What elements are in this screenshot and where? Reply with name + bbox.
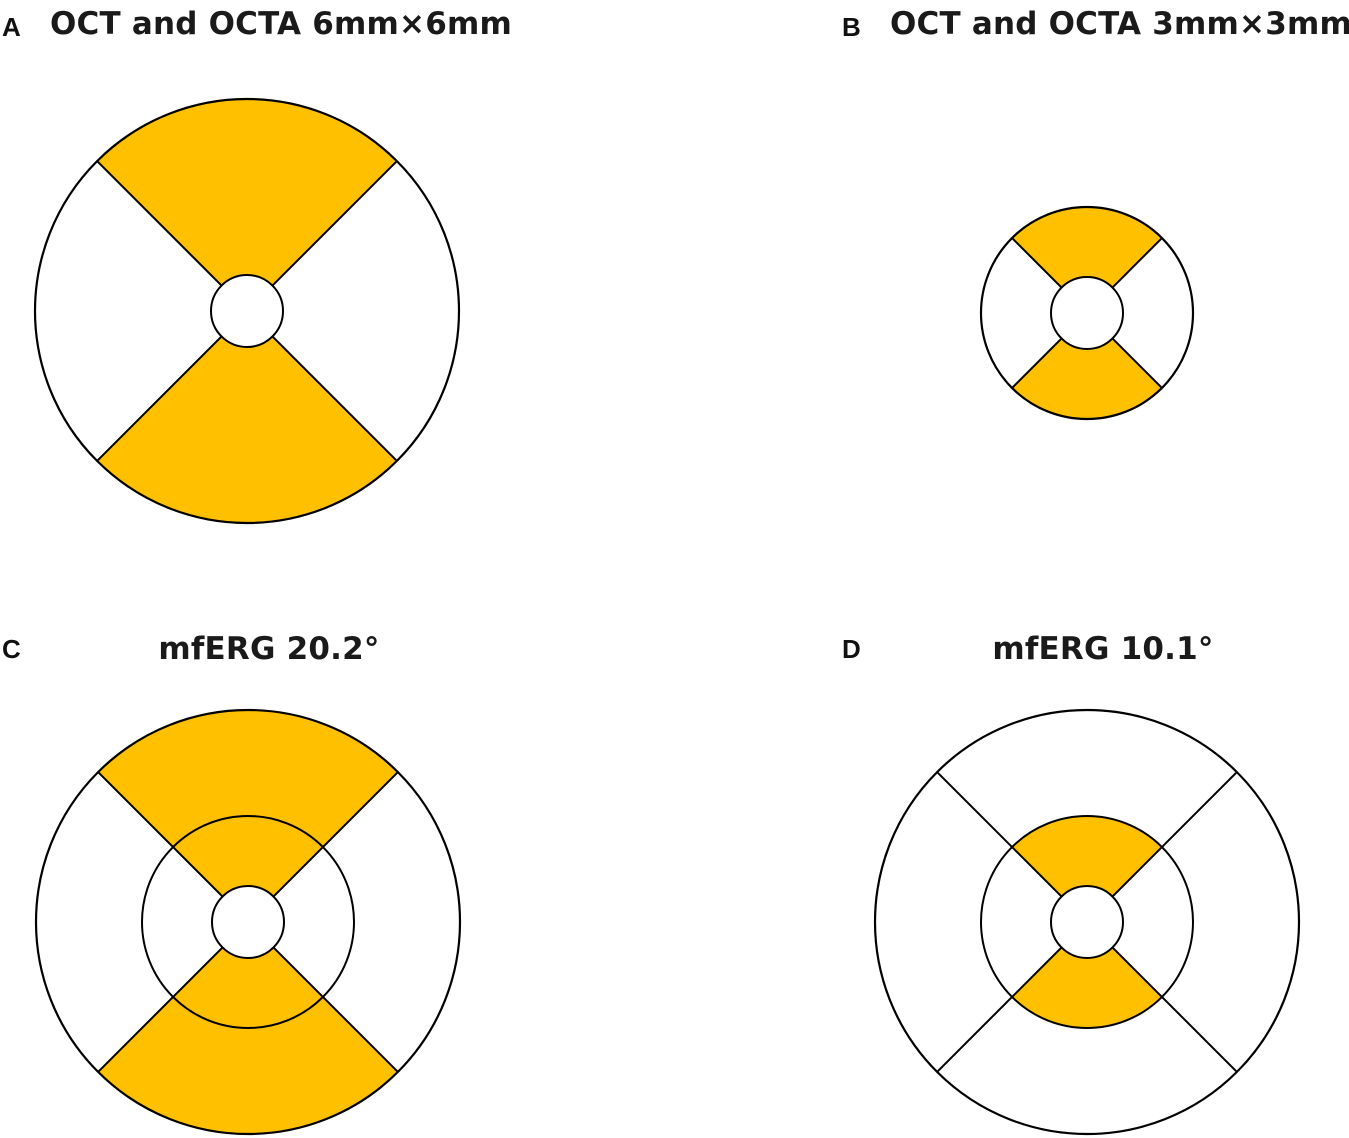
sector-superior-outer xyxy=(1012,206,1162,288)
sector-divider-line xyxy=(1111,337,1163,389)
sector-divider-line xyxy=(271,335,398,462)
sector-divider-line xyxy=(936,946,1063,1073)
sector-divider-line xyxy=(97,946,224,1073)
sector-divider-line xyxy=(936,771,1063,898)
sector-divider-line xyxy=(1111,237,1163,289)
sector-superior-inner xyxy=(173,816,323,897)
sector-divider-line xyxy=(272,771,399,898)
middle-ring xyxy=(980,815,1194,1029)
sector-divider-line xyxy=(1111,946,1238,1073)
center-circle xyxy=(1050,885,1124,959)
panel-c-diagram xyxy=(34,708,462,1136)
panel-d-diagram xyxy=(873,708,1301,1136)
sector-divider-line xyxy=(1111,771,1238,898)
sector-inferior-outer xyxy=(1012,338,1162,420)
center-circle xyxy=(210,274,284,348)
panel-d-title: mfERG 10.1° xyxy=(992,631,1214,667)
panel-a-diagram xyxy=(33,97,461,525)
sector-superior-outer xyxy=(98,710,398,848)
panel-d-letter: D xyxy=(842,634,861,664)
sector-divider-line xyxy=(96,160,223,287)
sector-divider-line xyxy=(272,946,399,1073)
sector-divider-line xyxy=(1011,337,1063,389)
panel-c-title: mfERG 20.2° xyxy=(158,631,380,667)
panel-b-diagram xyxy=(979,205,1195,421)
sector-superior-outer xyxy=(97,99,397,286)
sector-divider-line xyxy=(271,160,398,287)
outer-ring xyxy=(33,97,461,525)
panel-b-title: OCT and OCTA 3mm×3mm xyxy=(890,6,1349,42)
center-circle xyxy=(211,885,285,959)
middle-ring xyxy=(141,815,355,1029)
sector-inferior-inner xyxy=(173,947,323,1028)
sector-divider-line xyxy=(97,771,224,898)
panel-a-letter: A xyxy=(2,12,21,42)
outer-ring xyxy=(34,708,462,1136)
panel-a-title: OCT and OCTA 6mm×6mm xyxy=(50,6,512,42)
panel-b-letter: B xyxy=(842,12,861,42)
outer-ring xyxy=(979,205,1195,421)
sector-inferior-outer xyxy=(97,336,397,523)
outer-ring xyxy=(873,708,1301,1136)
sector-inferior-outer xyxy=(98,996,398,1134)
center-circle xyxy=(1050,276,1124,350)
sector-divider-line xyxy=(1011,237,1063,289)
sector-inferior-inner xyxy=(1012,947,1162,1028)
sector-divider-line xyxy=(96,335,223,462)
panel-c-letter: C xyxy=(2,634,21,664)
sector-superior-inner xyxy=(1012,815,1162,897)
